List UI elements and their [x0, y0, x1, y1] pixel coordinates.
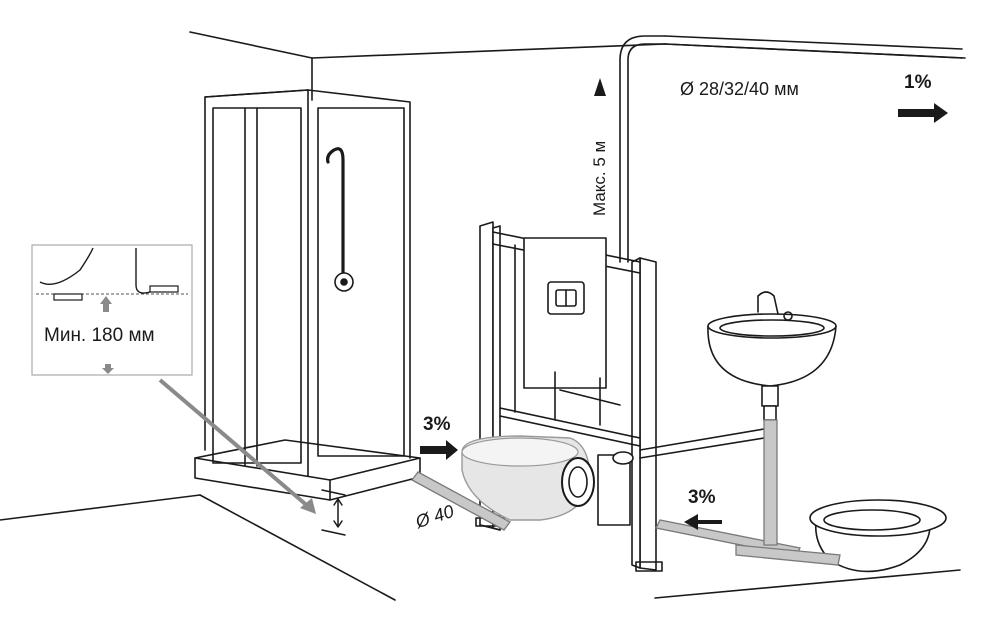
slope-label-left-inlet: 3%	[423, 414, 451, 435]
min-height-inset	[31, 244, 316, 514]
washbasin	[707, 291, 837, 421]
floor-toilet	[809, 499, 947, 573]
vent-max-height-label: Макс. 5 м	[590, 140, 609, 216]
installation-frame	[475, 221, 771, 572]
slope-label-right-outlet: 3%	[688, 487, 716, 508]
slope-label-top-right: 1%	[904, 72, 932, 93]
vent-pipe-diameter-label: Ø 28/32/40 мм	[680, 79, 799, 99]
vent-pipe	[619, 35, 963, 263]
wall-hung-toilet	[461, 435, 595, 521]
flow-arrows	[420, 78, 948, 530]
min-height-label: Мин. 180 мм	[44, 325, 155, 346]
drain-pipes	[411, 419, 841, 566]
height-arrow	[321, 489, 346, 536]
shower-cabin	[194, 89, 421, 501]
